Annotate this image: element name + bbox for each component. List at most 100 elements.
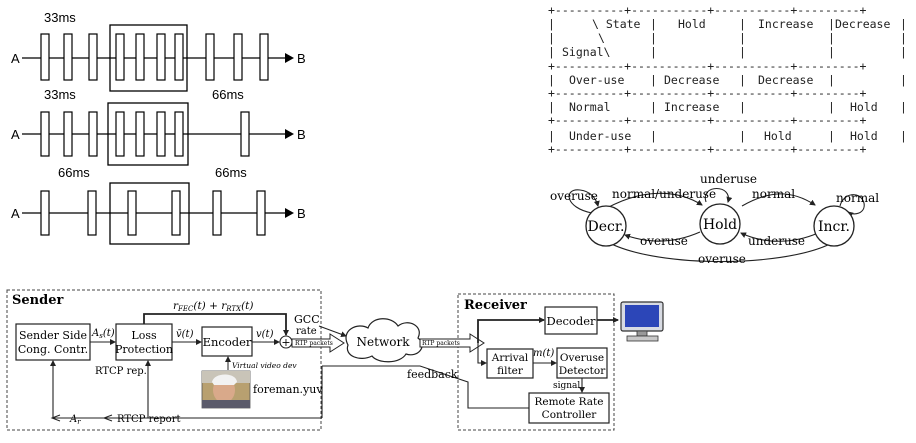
- state-table-col-hold: Hold: [678, 17, 706, 31]
- svg-text:+----------+-----------+------: +----------+-----------+-----------+----…: [548, 3, 867, 17]
- cong-label-2: Cong. Contr.: [18, 343, 88, 356]
- timing-row-3: 66ms 66ms A B: [11, 165, 306, 245]
- svg-text:|: |: [548, 100, 555, 114]
- svg-text:|: |: [739, 45, 746, 59]
- remote-label-1: Remote Rate: [534, 396, 603, 408]
- svg-text:|: |: [739, 31, 746, 45]
- timing-row-3-packets: [40, 190, 266, 236]
- loss-protection-block: [115, 323, 173, 361]
- timing-row-2-window: [107, 102, 189, 166]
- rtcp-rep-label: RTCP rep.: [95, 366, 147, 377]
- overuse-label-1: Overuse: [560, 352, 604, 364]
- arrival-label-2: filter: [497, 365, 524, 377]
- virtual-video-label: Virtual video dev: [232, 361, 297, 370]
- timing-row-2-left-label: 33ms: [44, 87, 76, 102]
- feedback-label: feedback: [407, 368, 458, 381]
- fec-rtx-path: [143, 313, 289, 336]
- state-machine: overuse underuse normal normal/underuse …: [550, 172, 879, 266]
- svg-text:|: |: [650, 129, 657, 143]
- to-arrival-arrow: [477, 343, 487, 366]
- to-decoder-arrow: [477, 317, 545, 343]
- timing-row-1-src: A: [11, 51, 20, 66]
- svg-text:|: |: [900, 129, 907, 143]
- loss-label-2: Protection: [115, 343, 173, 356]
- timing-row-1-arrowhead: [285, 53, 294, 63]
- sum-plus: +: [281, 336, 290, 349]
- decr-self-label: overuse: [550, 189, 598, 203]
- state-table-corner-slash: \: [598, 31, 605, 45]
- rtp-arrow-1: [291, 333, 345, 353]
- decoder-label: Decoder: [546, 314, 596, 328]
- mt-label: m(t): [533, 348, 554, 359]
- encoder-label: Encoder: [203, 335, 252, 349]
- state-table-cell: Decrease: [758, 73, 813, 87]
- incr-self-label: normal: [836, 191, 879, 205]
- svg-text:|: |: [900, 31, 907, 45]
- timing-row-1-packets: [40, 33, 269, 81]
- state-table-col-decrease: Decrease: [835, 17, 890, 31]
- ar-arrowhead: [50, 414, 61, 422]
- timing-row-3-arrowhead: [285, 208, 294, 218]
- svg-text:|: |: [828, 17, 835, 31]
- state-table-cell: Hold: [764, 129, 792, 143]
- state-incr-label: Incr.: [818, 219, 850, 235]
- svg-text:|: |: [650, 31, 657, 45]
- as-label: As(t): [91, 328, 115, 340]
- incr-to-decr-label: overuse: [698, 252, 746, 266]
- svg-text:|: |: [548, 31, 555, 45]
- timing-row-1-left-label: 33ms: [44, 10, 76, 25]
- rtp-packets-label-1: RTP packets: [295, 340, 333, 347]
- rtcp-report-label: RTCP report: [117, 414, 181, 425]
- svg-text:|: |: [828, 129, 835, 143]
- svg-text:|: |: [828, 31, 835, 45]
- timing-row-2-arrowhead: [285, 129, 294, 139]
- state-table-row-overuse: Over-use: [569, 73, 624, 87]
- hold-to-decr-arrow: [624, 231, 701, 242]
- svg-text:|: |: [900, 100, 907, 114]
- ar-label: Ar: [69, 414, 81, 426]
- timing-row-3-window: [109, 182, 190, 245]
- fec-rtx-label: rFEC(t) + rRTX(t): [173, 300, 254, 313]
- timing-row-3-src: A: [11, 206, 20, 221]
- cong-label-1: Sender Side: [19, 329, 87, 342]
- timing-row-2-dst: B: [297, 127, 306, 142]
- svg-text:|: |: [548, 73, 555, 87]
- network-label: Network: [357, 335, 411, 349]
- timing-row-1-dst: B: [297, 51, 306, 66]
- state-table-row-underuse: Under-use: [569, 129, 631, 143]
- svg-text:|: |: [739, 129, 746, 143]
- state-table-corner-state: \ State: [592, 17, 641, 31]
- decoder-block: [544, 306, 598, 335]
- foreman-thumbnail: [201, 370, 251, 409]
- decr-to-hold-arrow: [606, 192, 703, 209]
- svg-text:|: |: [739, 100, 746, 114]
- rtp-arrow-2: [419, 333, 485, 353]
- timing-row-2-right-label: 66ms: [212, 87, 244, 102]
- state-table-cell: Hold: [850, 100, 878, 114]
- svg-text:|: |: [548, 45, 555, 59]
- vt-label: v(t): [256, 329, 274, 340]
- state-table-corner-signal: Signal\: [562, 45, 611, 59]
- svg-text:|: |: [900, 45, 907, 59]
- state-table-cell: Increase: [664, 100, 719, 114]
- arrival-label-1: Arrival: [491, 352, 529, 364]
- gcc-rate-arrow: [318, 325, 347, 338]
- timing-row-1: 33ms A B: [11, 10, 306, 92]
- svg-text:|: |: [900, 73, 907, 87]
- svg-text:|: |: [828, 73, 835, 87]
- overuse-label-2: Detector: [559, 365, 606, 377]
- timing-row-1-window: [109, 24, 188, 92]
- state-incr-node: [813, 205, 855, 247]
- svg-text:|: |: [650, 73, 657, 87]
- decr-to-hold-label: normal/underuse: [612, 187, 716, 201]
- state-table-borders: +----------+-----------+-----------+----…: [548, 3, 907, 156]
- state-hold-label: Hold: [703, 217, 737, 233]
- state-decr-node: [585, 205, 627, 247]
- receiver-frame: [457, 293, 615, 431]
- svg-text:|: |: [650, 100, 657, 114]
- hold-to-incr-label: normal: [752, 187, 795, 201]
- state-table-col-increase: Increase: [758, 17, 813, 31]
- svg-text:|: |: [650, 17, 657, 31]
- feedback-path: [322, 365, 529, 409]
